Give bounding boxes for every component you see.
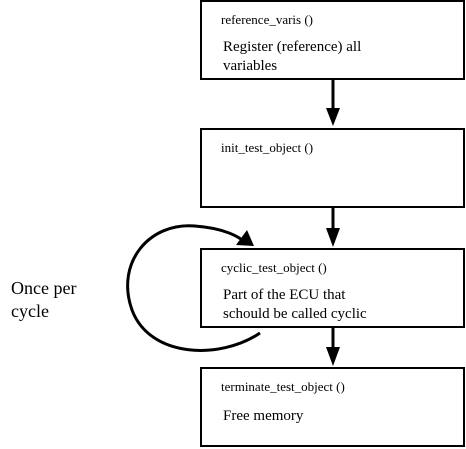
box-function-name: reference_varis () [221, 12, 314, 27]
box-init-test-object: init_test_object () [200, 128, 465, 208]
box-reference-varis: reference_varis () Register (reference) … [200, 0, 465, 80]
loop-arrow [126, 224, 261, 352]
box-description: Free memory [223, 407, 303, 426]
box-description-line: Free memory [223, 408, 304, 424]
box-function-name: terminate_test_object () [221, 379, 345, 394]
box-terminate-test-object: terminate_test_object () Free memory [200, 367, 465, 447]
box-description-line: Register (reference) all [223, 39, 362, 55]
arrow-init-to-cyclic [326, 208, 340, 247]
loop-label-line: Once per [11, 278, 77, 298]
box-description-line: variables [223, 58, 278, 74]
arrow-cyclic-to-terminate [326, 328, 340, 366]
arrow-reference-to-init [326, 80, 340, 126]
box-cyclic-test-object: cyclic_test_object () Part of the ECU th… [200, 248, 465, 328]
box-description-line: schould be called cyclic [223, 306, 367, 322]
box-function-name: init_test_object () [221, 140, 314, 155]
loop-label-line: cycle [11, 301, 49, 321]
box-description: Register (reference) all variables [223, 38, 361, 76]
loop-label: Once per cycle [11, 277, 76, 323]
box-function-name: cyclic_test_object () [221, 260, 327, 275]
box-description: Part of the ECU that schould be called c… [223, 286, 367, 324]
box-description-line: Part of the ECU that [223, 287, 346, 303]
